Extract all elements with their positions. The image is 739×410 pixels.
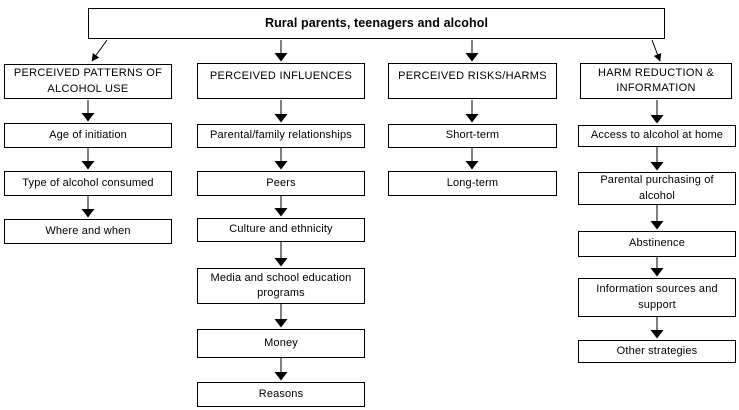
node-information-sources-and-support: Information sources and support (578, 278, 736, 317)
node-long-term: Long-term (388, 171, 557, 196)
column-header-perceived-influences: PERCEIVED INFLUENCES (197, 63, 365, 99)
node-parental-purchasing-of-alcohol: Parental purchasing of alcohol (578, 172, 736, 205)
node-media-and-school-education-programs: Media and school education programs (197, 268, 365, 304)
node-reasons: Reasons (197, 382, 365, 407)
node-short-term: Short-term (388, 124, 557, 148)
column-header-perceived-risks-harms: PERCEIVED RISKS/HARMS (388, 63, 557, 99)
node-type-of-alcohol-consumed: Type of alcohol consumed (4, 171, 172, 196)
root-node: Rural parents, teenagers and alcohol (88, 8, 665, 39)
node-abstinence: Abstinence (578, 231, 736, 257)
node-money: Money (197, 329, 365, 358)
node-where-and-when: Where and when (4, 219, 172, 244)
column-header-harm-reduction-information: HARM REDUCTION & INFORMATION (580, 63, 732, 99)
node-peers: Peers (197, 171, 365, 196)
column-header-perceived-patterns: PERCEIVED PATTERNS OF ALCOHOL USE (4, 64, 172, 99)
node-access-to-alcohol-at-home: Access to alcohol at home (578, 125, 736, 147)
node-age-of-initiation: Age of initiation (4, 123, 172, 148)
node-culture-and-ethnicity: Culture and ethnicity (197, 218, 365, 242)
node-parental-family-relationships: Parental/family relationships (197, 124, 365, 148)
node-other-strategies: Other strategies (578, 340, 736, 363)
